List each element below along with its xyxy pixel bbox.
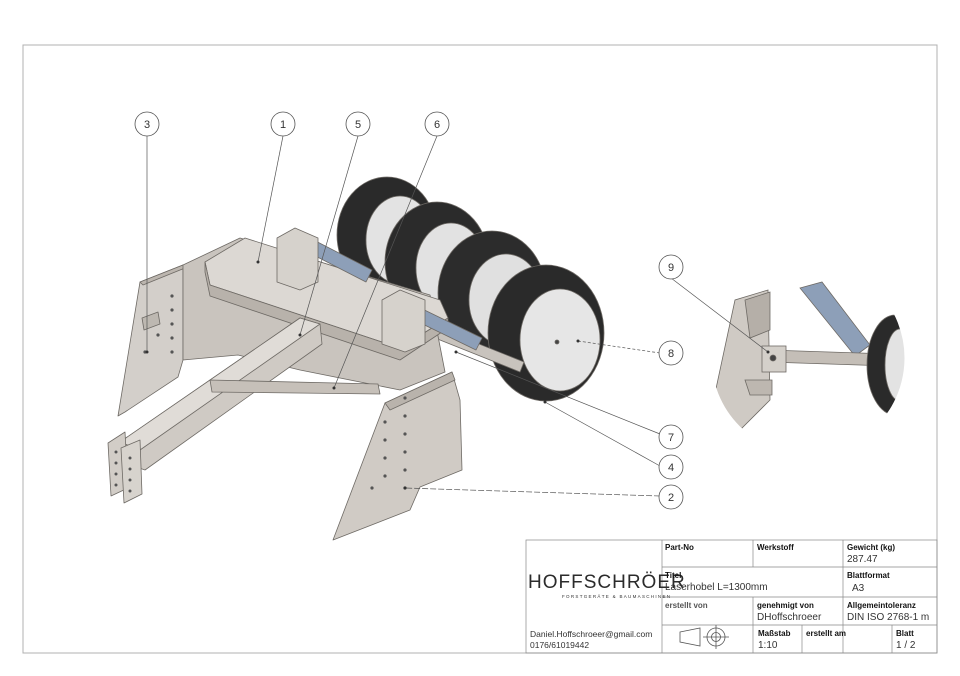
part-no-label: Part-No — [665, 543, 694, 552]
balloon-2: 2 — [658, 484, 684, 510]
left-side-plate — [117, 264, 184, 417]
genehmigt-value: DHoffschroeer — [757, 612, 822, 623]
balloon-3: 3 — [134, 111, 160, 137]
wheel-4 — [487, 264, 605, 402]
company-logo: HOFFSCHRÖER — [528, 572, 686, 593]
svg-text:7: 7 — [668, 432, 674, 444]
title-block-grid — [525, 539, 938, 654]
balloon-5: 5 — [345, 111, 371, 137]
svg-text:3: 3 — [144, 119, 150, 131]
massstab-label: Maßstab — [758, 629, 791, 638]
erstellt-von-label: erstellt von — [665, 601, 708, 610]
erstellt-am-label: erstellt am — [806, 629, 847, 638]
right-plate-holes — [370, 396, 407, 490]
toleranz-value: DIN ISO 2768-1 m — [847, 612, 930, 623]
titel-value: Laserhobel L=1300mm — [665, 582, 768, 593]
gewicht-value: 287.47 — [847, 554, 878, 565]
svg-text:6: 6 — [434, 119, 440, 131]
svg-text:4: 4 — [668, 462, 674, 474]
company-logo-subtitle: FORSTGERÄTE & BAUMASCHINEN — [562, 594, 672, 599]
toleranz-label: Allgemeintoleranz — [847, 601, 916, 610]
left-plate-holes — [143, 294, 174, 354]
balloon-7: 7 — [658, 424, 684, 450]
svg-text:2: 2 — [668, 492, 674, 504]
drawbar-brace — [209, 379, 381, 395]
blatt-label: Blatt — [896, 629, 914, 638]
bracket-2 — [381, 289, 426, 353]
blattformat-label: Blattformat — [847, 571, 890, 580]
svg-text:9: 9 — [668, 262, 674, 274]
werkstoff-label: Werkstoff — [757, 543, 794, 552]
projection-symbol — [679, 625, 729, 649]
leader-lines — [146, 135, 769, 497]
drawing-border — [22, 44, 938, 654]
blatt-value: 1 / 2 — [896, 640, 916, 651]
svg-text:8: 8 — [668, 348, 674, 360]
blattformat-value: A3 — [852, 583, 865, 594]
contact-phone: 0176/61019442 — [530, 640, 590, 650]
svg-text:1: 1 — [280, 119, 286, 131]
hitch-plate-2 — [120, 439, 143, 504]
balloon-4: 4 — [658, 454, 684, 480]
main-assembly-view — [107, 176, 605, 541]
gewicht-label: Gewicht (kg) — [847, 543, 896, 552]
contact-email: Daniel.Hoffschroeer@gmail.com — [530, 629, 653, 639]
titel-label: Titel — [665, 571, 682, 580]
balloon-9: 9 — [658, 254, 684, 280]
genehmigt-label: genehmigt von — [757, 601, 814, 610]
detail-view — [710, 260, 906, 456]
bracket-1 — [276, 227, 319, 291]
balloon-8: 8 — [658, 340, 684, 366]
balloon-6: 6 — [424, 111, 450, 137]
balloon-1: 1 — [270, 111, 296, 137]
massstab-value: 1:10 — [758, 640, 778, 651]
svg-text:5: 5 — [355, 119, 361, 131]
